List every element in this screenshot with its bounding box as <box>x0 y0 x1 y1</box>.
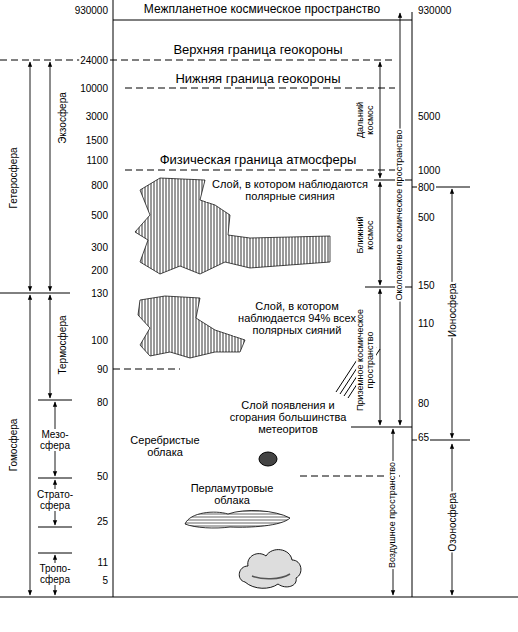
altitude-number: 100 <box>90 335 109 346</box>
boundary-line <box>38 400 72 401</box>
nacreous-cloud <box>185 511 290 528</box>
altitude-number: 300 <box>90 242 109 253</box>
altitude-number: 150 <box>417 280 436 291</box>
layer-name: Гетеросфера <box>8 146 19 209</box>
boundary-line <box>113 369 180 370</box>
ground-line <box>0 597 518 598</box>
altitude-number: 50 <box>96 471 109 482</box>
range-arrow <box>380 62 381 178</box>
altitude-number: 5 <box>101 575 109 586</box>
boundary-line <box>0 293 70 294</box>
meteor-symbol <box>259 452 277 466</box>
region-label: Воздушное пространство <box>388 461 398 569</box>
layer-note: Слой, в котором наблюдаются полярные сия… <box>206 178 374 202</box>
region-label: Ионосфера <box>447 282 458 338</box>
range-arrow <box>30 295 31 595</box>
boundary-line <box>125 88 395 89</box>
layer-name: Тропо- сфера <box>35 563 75 585</box>
range-arrow <box>50 295 51 398</box>
region-label: Околоземное космическое пространство <box>395 128 405 301</box>
cloud-shade <box>252 574 290 579</box>
layer-name: Термосфера <box>57 314 68 375</box>
region-label: Ближний космос <box>356 210 376 260</box>
altitude-number: 80 <box>96 397 109 408</box>
altitude-number: 1100 <box>85 155 109 166</box>
region-label: Дальний космос <box>356 95 376 145</box>
range-arrow <box>50 62 51 291</box>
boundary-line <box>38 527 72 528</box>
altitude-number: 1500 <box>85 135 109 146</box>
region-label: Озоносфера <box>447 492 458 553</box>
top-line <box>113 20 412 21</box>
altitude-number: 930000 <box>417 5 452 16</box>
layer-name: Экзосфера <box>57 91 68 145</box>
axis-line <box>113 0 114 597</box>
altitude-number: 25 <box>96 516 109 527</box>
range-arrow <box>380 289 381 425</box>
altitude-number: 90 <box>96 364 109 375</box>
layer-name: Гомосфера <box>8 418 19 473</box>
boundary-label: Нижняя граница геокороны <box>174 72 341 86</box>
layer-note: Серебристые облака <box>127 434 203 458</box>
boundary-label: Верхняя граница геокороны <box>172 43 343 57</box>
altitude-number: 200 <box>90 265 109 276</box>
axis-line <box>412 12 413 597</box>
altitude-number: 110 <box>417 318 435 329</box>
altitude-number: 500 <box>90 210 109 221</box>
layer-name: Страто- сфера <box>32 489 78 511</box>
altitude-number: 65 <box>417 432 430 443</box>
altitude-number: 930000 <box>74 5 109 16</box>
boundary-line <box>125 170 400 171</box>
altitude-number: 130 <box>90 288 109 299</box>
region-label: Приземное космическое пространство <box>356 304 376 416</box>
boundary-label: Физическая граница атмосферы <box>159 153 358 167</box>
aurora-shape <box>138 296 245 358</box>
boundary-line <box>0 60 395 61</box>
layer-name: Мезо- сфера <box>36 429 74 451</box>
layer-note: Слой появления и сгорания большинства ме… <box>225 399 351 435</box>
altitude-number: 11 <box>97 557 109 568</box>
altitude-number: 3000 <box>85 111 109 122</box>
altitude-number: 10000 <box>79 83 109 94</box>
space-title: Межпланетное космическое пространство <box>143 3 381 16</box>
altitude-number: 500 <box>417 212 436 223</box>
altitude-number: 5000 <box>417 111 441 122</box>
range-arrow <box>380 182 381 285</box>
altitude-number: 800 <box>417 182 436 193</box>
range-arrow <box>30 62 31 291</box>
layer-note: Перламутровые облака <box>186 482 278 506</box>
altitude-number: 800 <box>90 180 109 191</box>
layer-note: Слой, в котором наблюдается 94% всех пол… <box>233 300 361 336</box>
boundary-line <box>38 478 72 479</box>
boundary-line <box>38 553 72 554</box>
cumulus-cloud <box>239 550 301 589</box>
altitude-number: 1000 <box>417 165 441 176</box>
boundary-line <box>300 476 400 477</box>
altitude-number: 80 <box>417 398 430 409</box>
altitude-number: 24000 <box>79 55 109 66</box>
